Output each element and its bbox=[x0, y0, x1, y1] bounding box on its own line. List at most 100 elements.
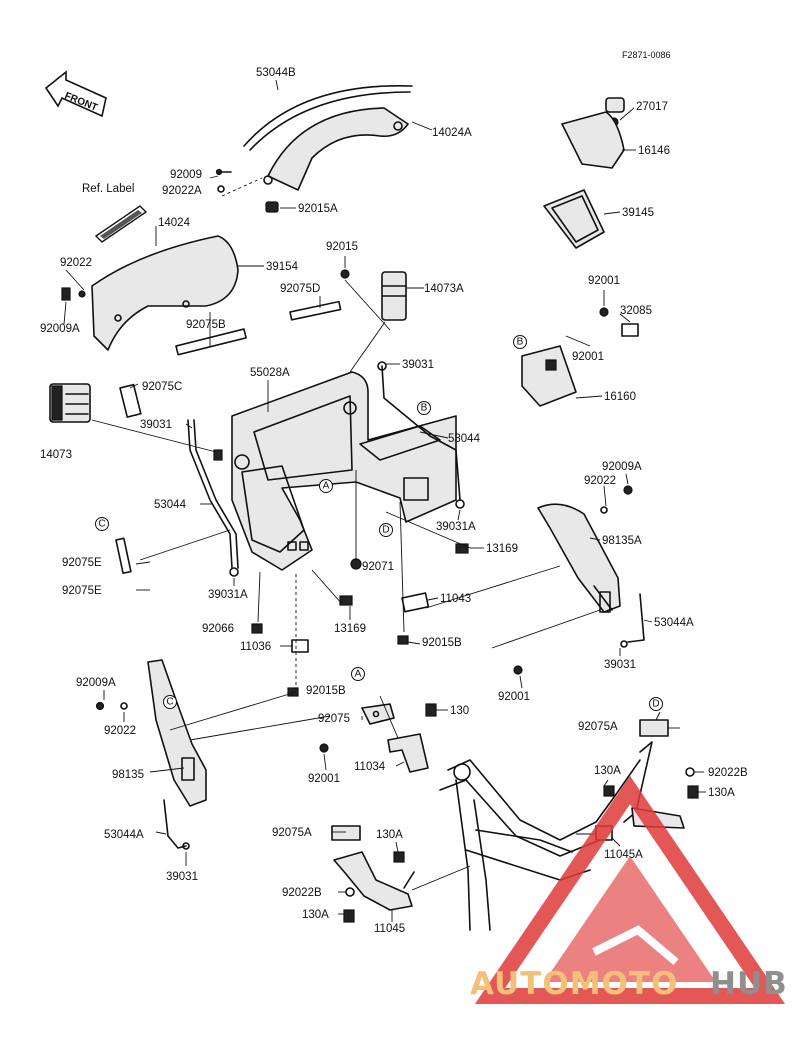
ref-B-1: B bbox=[417, 401, 431, 415]
bracket-11036 bbox=[291, 639, 309, 653]
callout-92075A-low: 92075A bbox=[272, 827, 312, 839]
plug-39031-right bbox=[620, 640, 628, 648]
callout-39031-right: 39031 bbox=[604, 659, 636, 671]
nut-92066 bbox=[251, 623, 263, 634]
tail-cover-14024A bbox=[263, 107, 409, 191]
ref-D-1: D bbox=[379, 523, 393, 537]
tray-16160 bbox=[521, 345, 577, 407]
callout-53044-left: 53044 bbox=[154, 499, 187, 511]
leader-lines bbox=[63, 79, 706, 922]
callout-130A-right2: 130A bbox=[708, 787, 735, 799]
callout-53044A-right: 53044A bbox=[654, 617, 694, 629]
ref-C-1: C bbox=[95, 517, 109, 531]
callout-130A-right: 130A bbox=[594, 765, 621, 777]
callout-11045: 11045 bbox=[374, 923, 405, 935]
watermark-text-hub: HUB bbox=[710, 966, 788, 1002]
washer-92022 bbox=[78, 290, 86, 298]
callout-39031A-left: 39031A bbox=[208, 589, 248, 601]
bolt-130A-right bbox=[603, 785, 615, 797]
strip-92075D bbox=[289, 300, 342, 321]
bolt-92001-right bbox=[513, 665, 523, 675]
washer-92022B-right bbox=[685, 767, 695, 777]
svg-text:C: C bbox=[98, 519, 105, 530]
grommet-32085 bbox=[621, 323, 639, 337]
ref-A-1: A bbox=[319, 479, 333, 493]
damper-14073A bbox=[381, 271, 407, 321]
strip-92075A-right bbox=[639, 719, 669, 737]
callout-13169-mid: 13169 bbox=[334, 623, 366, 635]
plug-39031A-right bbox=[455, 499, 465, 509]
callout-39031: 39031 bbox=[402, 359, 434, 371]
tube-53044A-left bbox=[163, 799, 187, 849]
callout-53044A-left: 53044A bbox=[104, 829, 144, 841]
callout-92022-low: 92022 bbox=[104, 725, 136, 737]
callout-11043: 11043 bbox=[440, 593, 471, 605]
callout-92071: 92071 bbox=[362, 561, 394, 573]
callout-92015: 92015 bbox=[326, 241, 358, 253]
nut-92071 bbox=[350, 558, 362, 570]
svg-text:D: D bbox=[382, 525, 389, 536]
callout-14024A: 14024A bbox=[432, 127, 472, 139]
callout-92022: 92022 bbox=[60, 257, 92, 269]
callout-16160: 16160 bbox=[604, 391, 636, 403]
callout-92009A: 92009A bbox=[40, 323, 80, 335]
clip-13169-mid bbox=[339, 595, 353, 606]
bolt-92009 bbox=[215, 168, 232, 176]
washer-92022A bbox=[217, 185, 225, 193]
rear-fender-55028A bbox=[213, 371, 457, 571]
nut-92015B bbox=[397, 635, 409, 645]
callout-14073A: 14073A bbox=[424, 283, 464, 295]
callout-92075A-right: 92075A bbox=[578, 721, 618, 733]
plug-39031-top bbox=[377, 361, 387, 371]
callout-92075B: 92075B bbox=[186, 319, 226, 331]
plug-39031-low bbox=[182, 842, 190, 850]
bolt-130 bbox=[425, 703, 437, 717]
callout-13169: 13169 bbox=[486, 543, 518, 555]
callout-92075D: 92075D bbox=[280, 283, 320, 295]
bolt-130A-right2 bbox=[687, 785, 699, 799]
callout-39145: 39145 bbox=[622, 207, 654, 219]
strip-92075E bbox=[115, 537, 132, 575]
bracket-11034 bbox=[387, 733, 429, 773]
callout-92022B-right: 92022B bbox=[708, 767, 748, 779]
washer-92022-low bbox=[120, 702, 128, 710]
callout-98135A: 98135A bbox=[602, 535, 642, 547]
pad-39145 bbox=[543, 189, 605, 249]
callout-92075E-2: 92075E bbox=[62, 585, 102, 597]
damper-14073 bbox=[49, 383, 91, 423]
callout-14073: 14073 bbox=[40, 449, 72, 461]
ref-A-2: A bbox=[351, 667, 365, 681]
tube-53044-left bbox=[187, 419, 233, 569]
callout-130A-low: 130A bbox=[376, 829, 403, 841]
callout-92066: 92066 bbox=[202, 623, 234, 635]
watermark-logo bbox=[474, 775, 786, 1004]
callout-labels: 53044B 14024A 92009 92022A 92015A 14024 … bbox=[40, 67, 748, 935]
callout-39031-low: 39031 bbox=[166, 871, 198, 883]
callout-92022-right: 92022 bbox=[584, 475, 616, 487]
svg-text:A: A bbox=[355, 669, 362, 680]
callout-11034: 11034 bbox=[354, 761, 386, 773]
svg-text:A: A bbox=[323, 481, 330, 492]
callout-14024: 14024 bbox=[158, 217, 191, 229]
callout-92075C: 92075C bbox=[142, 381, 182, 393]
callout-130: 130 bbox=[450, 705, 469, 717]
callout-92009A-right: 92009A bbox=[602, 461, 642, 473]
bolt-130A-low2 bbox=[343, 909, 355, 923]
callout-27017: 27017 bbox=[636, 101, 668, 113]
callout-92015B-2: 92015B bbox=[306, 685, 346, 697]
callout-53044: 53044 bbox=[448, 433, 481, 445]
callout-11045A: 11045A bbox=[604, 849, 643, 861]
bracket-92075 bbox=[361, 703, 395, 725]
ref-label-text: Ref. Label bbox=[82, 183, 134, 195]
callout-92022A: 92022A bbox=[162, 185, 202, 197]
callout-92009A-low: 92009A bbox=[76, 677, 116, 689]
watermark-text-auto: AUTOMOTO bbox=[470, 966, 678, 1002]
nut-92015 bbox=[340, 269, 350, 279]
callout-92015B: 92015B bbox=[422, 637, 462, 649]
callout-55028A: 55028A bbox=[250, 367, 290, 379]
washer-92022B-low bbox=[345, 887, 355, 897]
callout-130A-low2: 130A bbox=[302, 909, 329, 921]
callout-53044B: 53044B bbox=[256, 67, 296, 79]
callout-92015A: 92015A bbox=[298, 203, 338, 215]
